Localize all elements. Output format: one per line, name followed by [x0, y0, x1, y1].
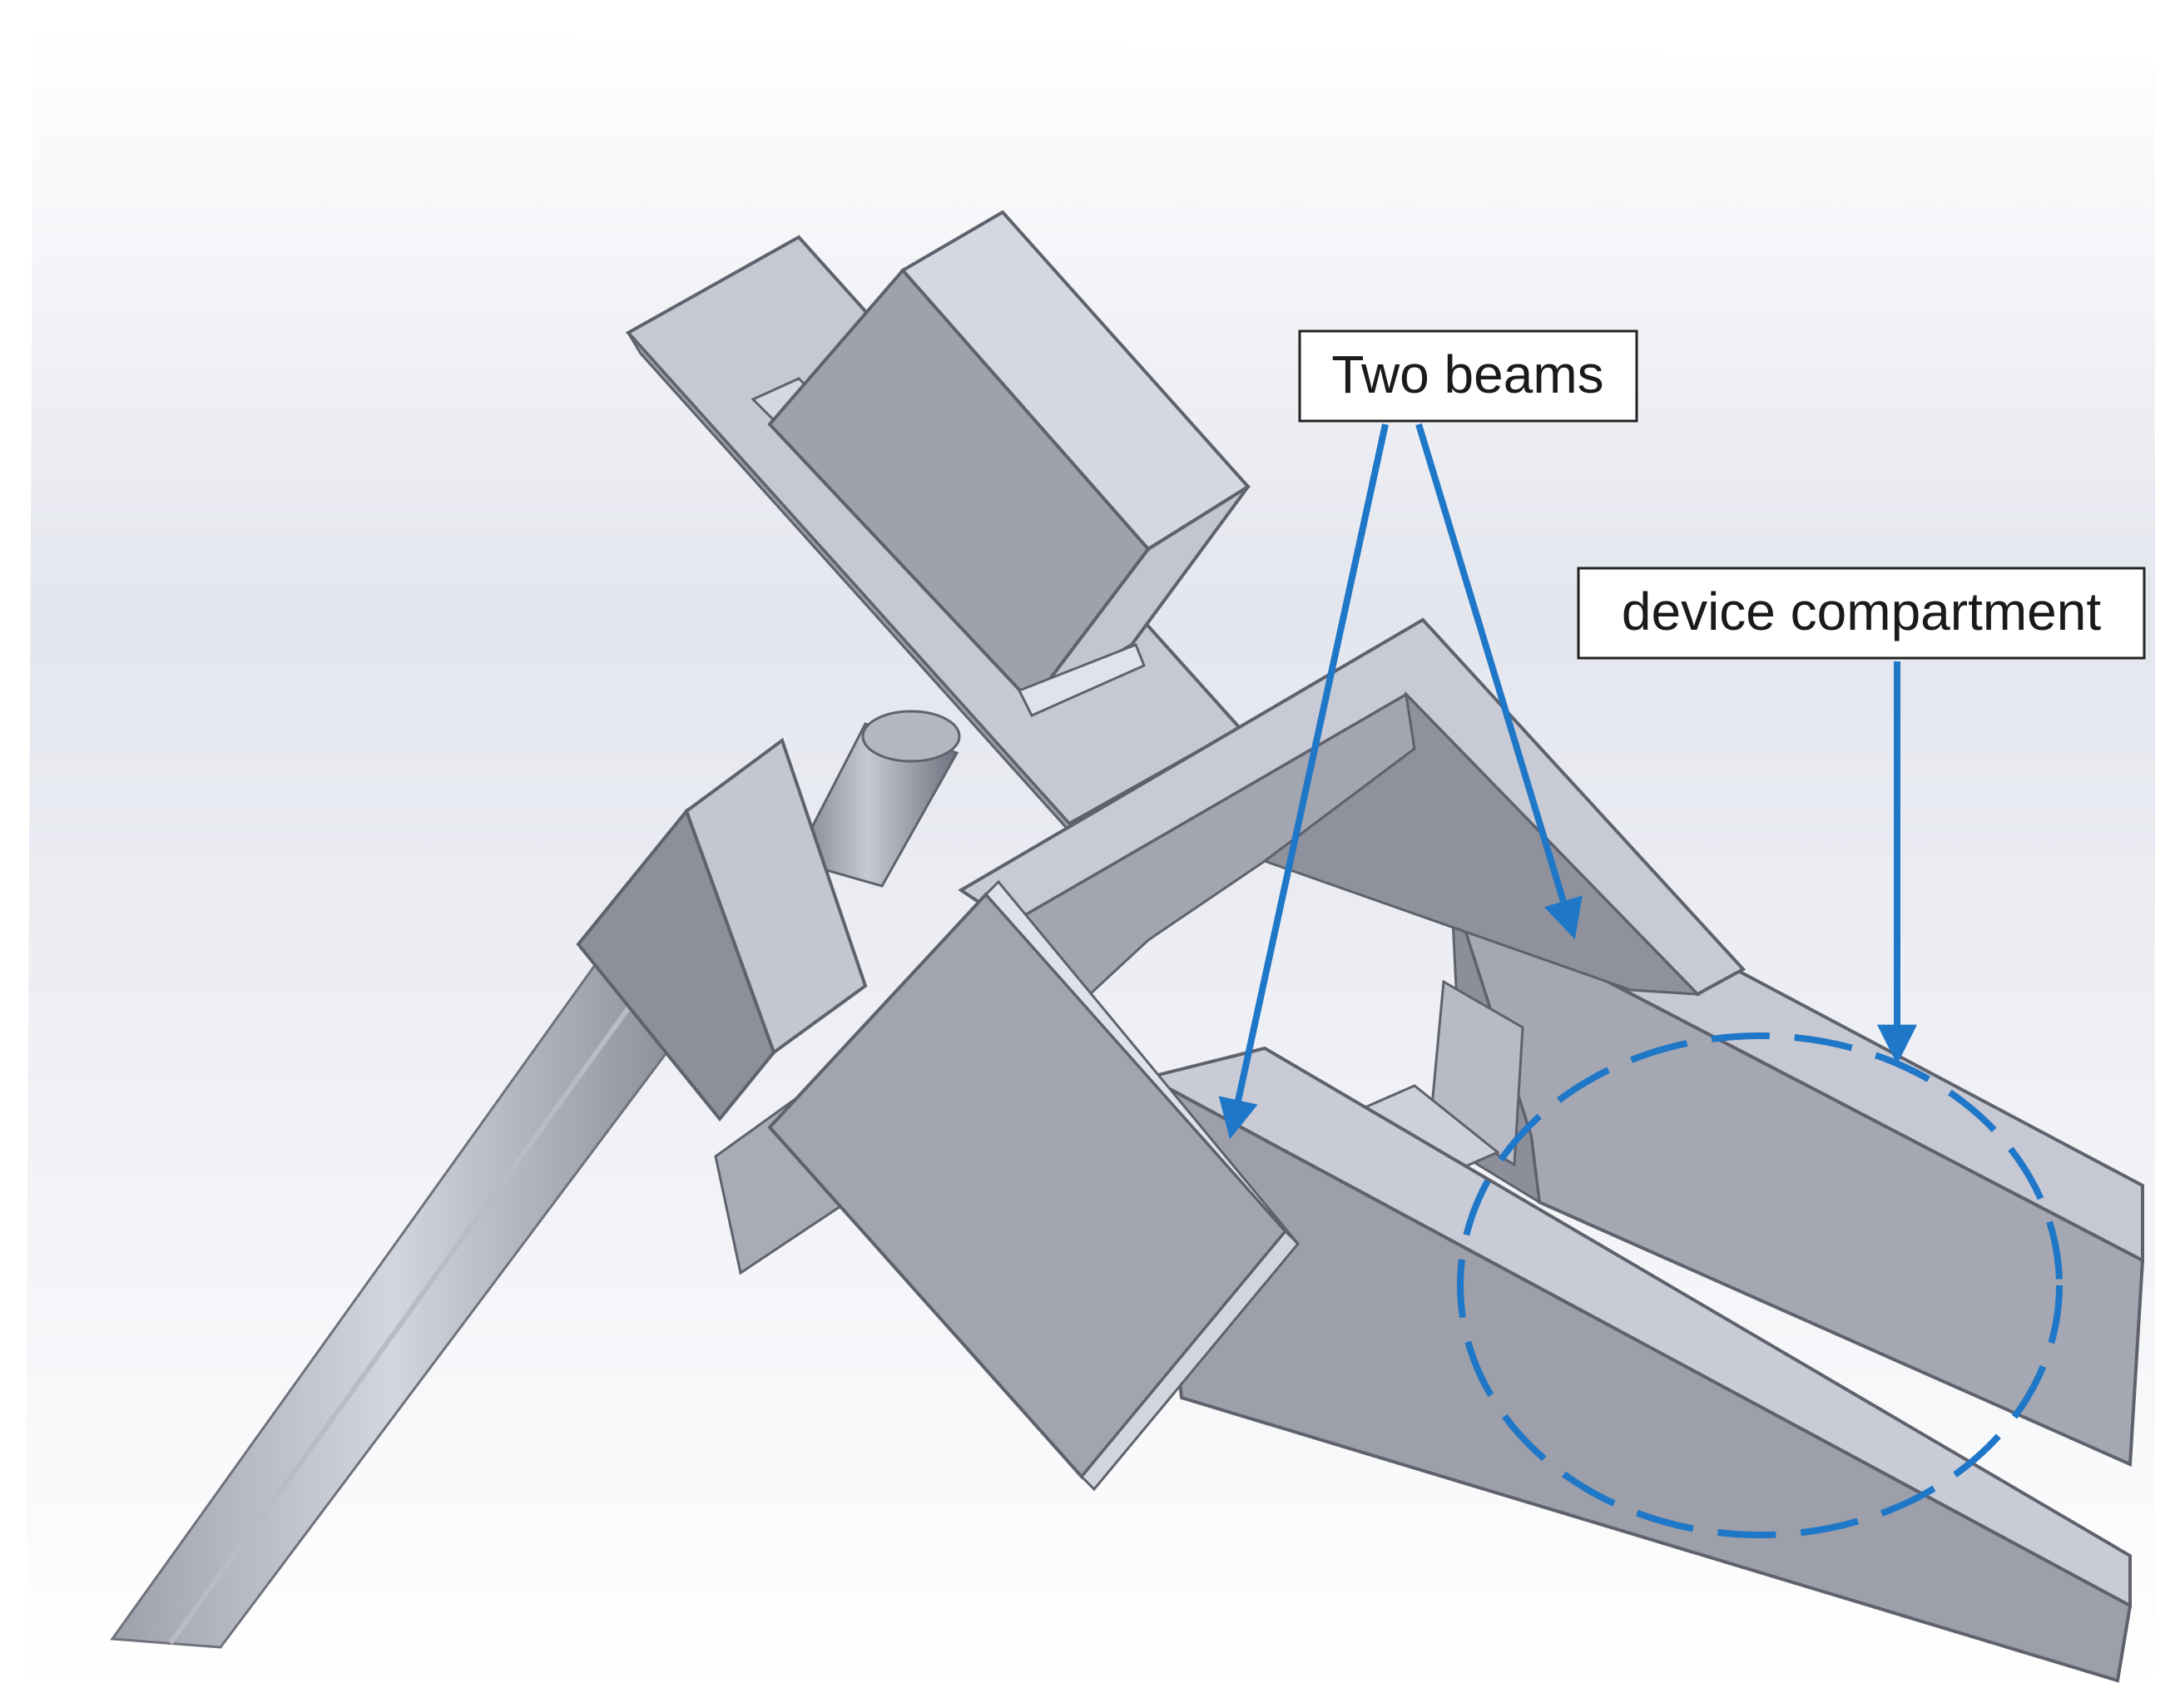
connecting-shaft: [792, 710, 961, 888]
label-two-beams: Two beams: [1298, 329, 1638, 423]
label-device-compartment: device compartment: [1577, 567, 2146, 660]
annotation-arrows: [1218, 423, 1917, 1140]
front-panel: [767, 879, 1301, 1492]
device-compartment-highlight: [1457, 1032, 2063, 1538]
arrow-two-beams-rear: [1415, 423, 1583, 940]
label-device-compartment-text: device compartment: [1622, 582, 2101, 641]
arrow-two-beams-front: [1218, 423, 1389, 1140]
upper-sensor-block: [767, 210, 1251, 717]
label-two-beams-text: Two beams: [1331, 344, 1603, 404]
corner-bracket: [1345, 979, 1524, 1183]
